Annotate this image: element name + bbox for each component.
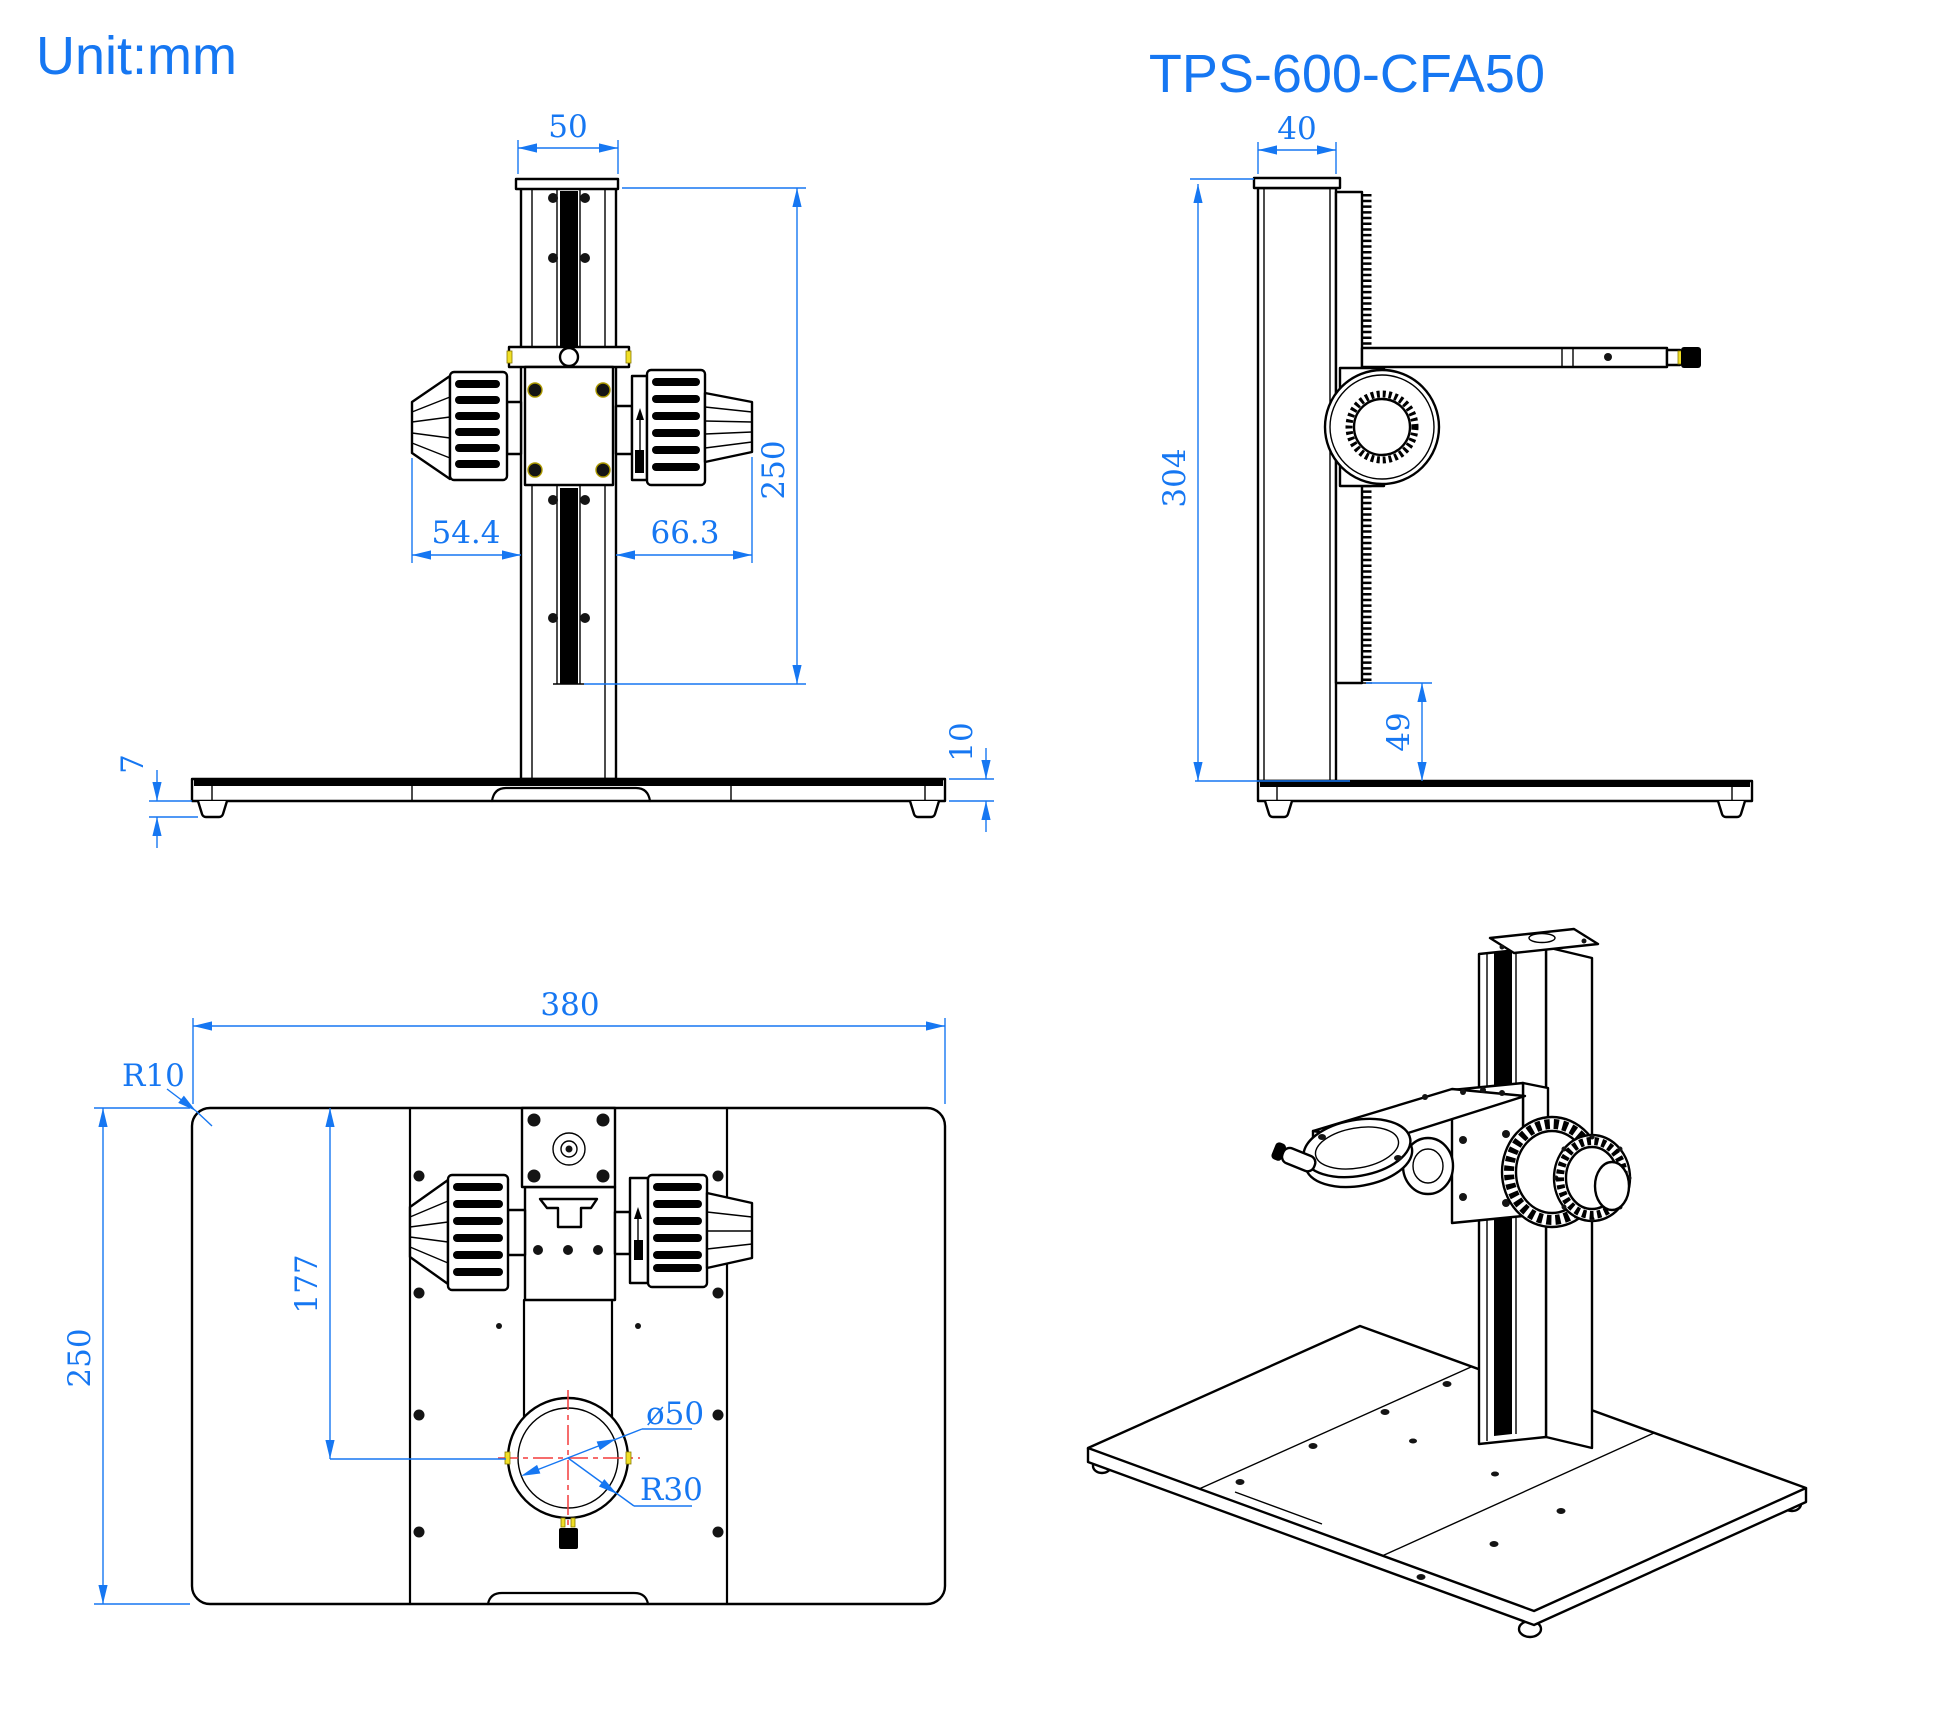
front-right-foot	[908, 800, 941, 819]
svg-text:50: 50	[548, 109, 587, 145]
side-arm-end-knob	[1681, 347, 1701, 368]
dim-front-foot-height: 7	[115, 754, 198, 848]
svg-text:54.4: 54.4	[431, 515, 500, 551]
dim-front-right-knob: 66.3	[616, 457, 753, 563]
front-view: 50 250 54.4 66.3	[115, 109, 994, 848]
dim-front-base-thickness: 10	[944, 722, 994, 832]
iso-focus-knobs	[1500, 1115, 1632, 1229]
unit-label: Unit:mm	[36, 26, 237, 86]
svg-text:ø50: ø50	[646, 1396, 704, 1432]
dim-top-corner-radius: R10	[122, 1058, 213, 1127]
side-right-foot	[1716, 800, 1747, 819]
dim-top-base-width: 380	[192, 987, 946, 1104]
side-view: 40 304 49	[1157, 111, 1754, 819]
side-arm	[1360, 346, 1701, 369]
svg-text:304: 304	[1157, 448, 1193, 507]
svg-text:250: 250	[756, 440, 792, 499]
dim-side-total-height: 304	[1157, 178, 1350, 782]
top-view: 380 R10 250 177	[62, 987, 947, 1606]
svg-text:250: 250	[62, 1328, 98, 1387]
side-ring-holder	[1323, 368, 1441, 486]
iso-ring-holder	[1271, 1117, 1414, 1189]
svg-text:10: 10	[944, 722, 980, 761]
iso-base	[1086, 1324, 1808, 1639]
iso-column-cap	[1488, 927, 1600, 955]
top-mount-notch	[538, 1197, 599, 1229]
iso-thumbscrew	[1271, 1142, 1317, 1173]
top-right-focus-knob	[613, 1173, 754, 1289]
dim-front-travel-height: 250	[584, 187, 806, 685]
dim-front-column-width: 50	[517, 109, 619, 174]
side-left-foot	[1263, 800, 1294, 819]
side-base	[1256, 779, 1754, 819]
svg-text:7: 7	[115, 754, 151, 774]
dim-front-left-knob: 54.4	[411, 458, 521, 563]
dim-top-holder-radius: R30	[567, 1457, 703, 1508]
front-right-focus-knob	[614, 368, 754, 487]
dim-top-hole-diameter: ø50	[519, 1396, 704, 1481]
page-title: TPS-600-CFA50	[1149, 44, 1545, 104]
isometric-view	[1086, 927, 1808, 1639]
svg-text:40: 40	[1277, 111, 1316, 147]
svg-text:49: 49	[1381, 712, 1417, 751]
front-rail-lower	[560, 488, 578, 684]
svg-text:66.3: 66.3	[650, 515, 719, 551]
svg-text:R10: R10	[122, 1058, 185, 1094]
front-left-focus-knob	[410, 370, 523, 482]
side-column-cap	[1252, 176, 1342, 190]
front-rail-upper	[560, 191, 578, 347]
svg-text:177: 177	[289, 1254, 325, 1313]
side-column	[1256, 186, 1338, 783]
top-left-focus-knob	[408, 1173, 527, 1292]
dim-side-column-depth: 40	[1257, 111, 1337, 174]
svg-text:R30: R30	[640, 1472, 703, 1508]
front-column-cap	[514, 177, 620, 191]
svg-text:380: 380	[540, 987, 599, 1023]
dim-top-center-offset: 177	[289, 1108, 506, 1460]
dim-side-rack-gap: 49	[1366, 682, 1432, 781]
front-left-foot	[196, 800, 229, 819]
top-lock-screw	[559, 1528, 578, 1549]
front-base	[190, 777, 947, 819]
dim-top-base-depth: 250	[62, 1107, 190, 1605]
